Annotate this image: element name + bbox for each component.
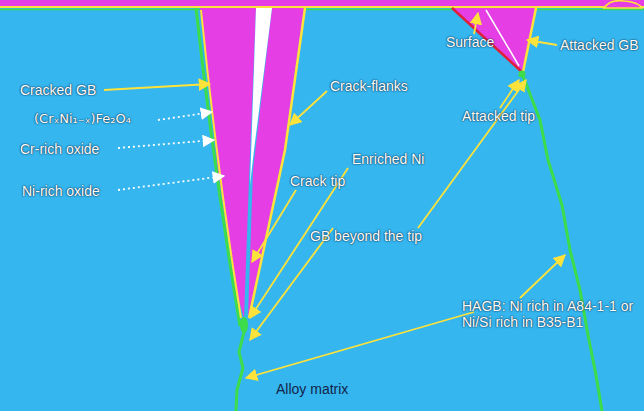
leader-line	[158, 112, 212, 120]
note-label: HAGB: Ni rich in A84-1-1 or Ni/Si rich i…	[462, 298, 640, 330]
crack-gap	[250, 8, 272, 185]
oxide-label: (CrₓNi₁₋ₓ)Fe₂O₄	[34, 112, 131, 127]
crack-flank	[249, 8, 305, 318]
feature-label: Attacked tip	[462, 108, 535, 124]
feature-label: Cracked GB	[20, 82, 96, 98]
crack-oxide	[248, 8, 304, 318]
leader-line	[252, 190, 296, 262]
feature-label: Crack-flanks	[330, 78, 408, 94]
region-label: Surface	[446, 34, 494, 50]
oxide-label: Cr-rich oxide	[20, 141, 99, 157]
feature-label: GB beyond the tip	[310, 228, 422, 244]
grain-boundary	[236, 332, 244, 411]
leader-line	[250, 228, 333, 340]
surface-oxide	[0, 0, 644, 6]
leader-line	[104, 84, 210, 90]
leader-line	[418, 80, 526, 228]
region-label: Alloy matrix	[276, 381, 348, 397]
grain-boundary	[523, 76, 602, 411]
leader-line	[290, 91, 327, 125]
oxide-label: Ni-rich oxide	[22, 183, 100, 199]
leader-line	[246, 312, 474, 378]
surface-layer	[0, 9, 644, 11]
feature-label: Crack tip	[290, 173, 345, 189]
leader-line	[118, 140, 214, 148]
leader-line	[520, 255, 565, 298]
feature-label: Attacked GB	[560, 37, 639, 53]
leader-line	[527, 40, 557, 45]
surface-nodule	[604, 1, 642, 8]
surface-layer	[0, 6, 644, 8]
enriched-ni	[240, 317, 248, 333]
leader-line	[118, 176, 224, 190]
feature-label: Enriched Ni	[352, 151, 424, 167]
crack-oxide	[200, 8, 256, 318]
crack-flank	[201, 10, 241, 318]
leader-line	[474, 13, 478, 34]
